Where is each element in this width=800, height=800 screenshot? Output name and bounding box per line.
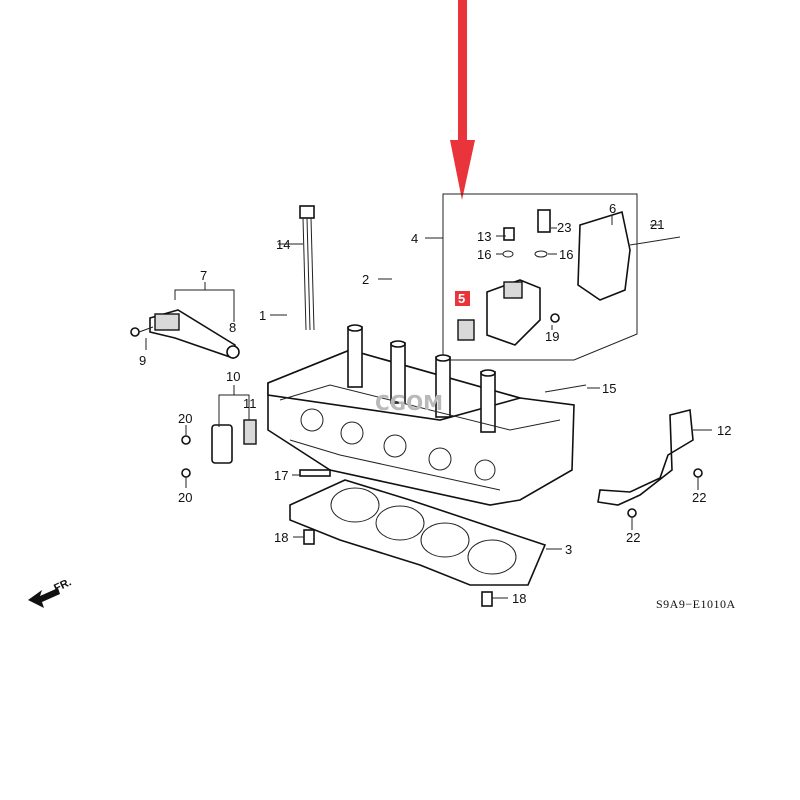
leader-lines — [145, 215, 712, 599]
bracket-assembly — [181, 419, 257, 478]
callout-9: 9 — [139, 353, 146, 368]
callout-23: 23 — [557, 220, 571, 235]
drawing-code: S9A9−E1010A — [656, 597, 736, 611]
highlight-arrow — [450, 0, 475, 200]
front-direction: FR. — [28, 576, 73, 608]
callout-21: 21 — [650, 217, 664, 232]
vtc-subassembly — [457, 209, 681, 346]
front-label: FR. — [52, 576, 73, 594]
callouts: 1 2 3 4 5 6 7 8 9 10 11 12 13 14 15 16 1… — [139, 201, 731, 606]
callout-2: 2 — [362, 272, 369, 287]
dowel-18-right — [481, 591, 493, 607]
right-bracket — [597, 408, 703, 518]
callout-6: 6 — [609, 201, 616, 216]
cylinder-head — [267, 324, 575, 506]
stud-15 — [544, 384, 587, 393]
callout-15: 15 — [602, 381, 616, 396]
callout-11: 11 — [243, 396, 257, 411]
callout-8: 8 — [229, 320, 236, 335]
callout-4: 4 — [411, 231, 418, 246]
callout-18b: 18 — [512, 591, 526, 606]
callout-10: 10 — [226, 369, 240, 384]
watermark: CGOM — [375, 391, 443, 415]
callout-13: 13 — [477, 229, 491, 244]
callout-22a: 22 — [692, 490, 706, 505]
head-bolt — [299, 205, 315, 331]
bolt-17 — [299, 469, 331, 477]
dowel-18-left — [303, 529, 315, 545]
callout-12: 12 — [717, 423, 731, 438]
callout-5-highlight — [455, 291, 470, 306]
callout-20b: 20 — [178, 490, 192, 505]
rocker-shaft — [130, 309, 240, 360]
callout-16a: 16 — [477, 247, 491, 262]
callout-22b: 22 — [626, 530, 640, 545]
callout-5: 5 — [458, 291, 465, 306]
callout-14: 14 — [276, 237, 290, 252]
callout-1: 1 — [259, 308, 266, 323]
callout-16b: 16 — [559, 247, 573, 262]
callout-3: 3 — [565, 542, 572, 557]
subassembly-frame — [442, 193, 638, 361]
callout-7: 7 — [200, 268, 207, 283]
callout-18a: 18 — [274, 530, 288, 545]
callout-19: 19 — [545, 329, 559, 344]
callout-20a: 20 — [178, 411, 192, 426]
callout-17: 17 — [274, 468, 288, 483]
head-gasket — [289, 479, 547, 586]
front-arrow-icon — [28, 588, 60, 608]
